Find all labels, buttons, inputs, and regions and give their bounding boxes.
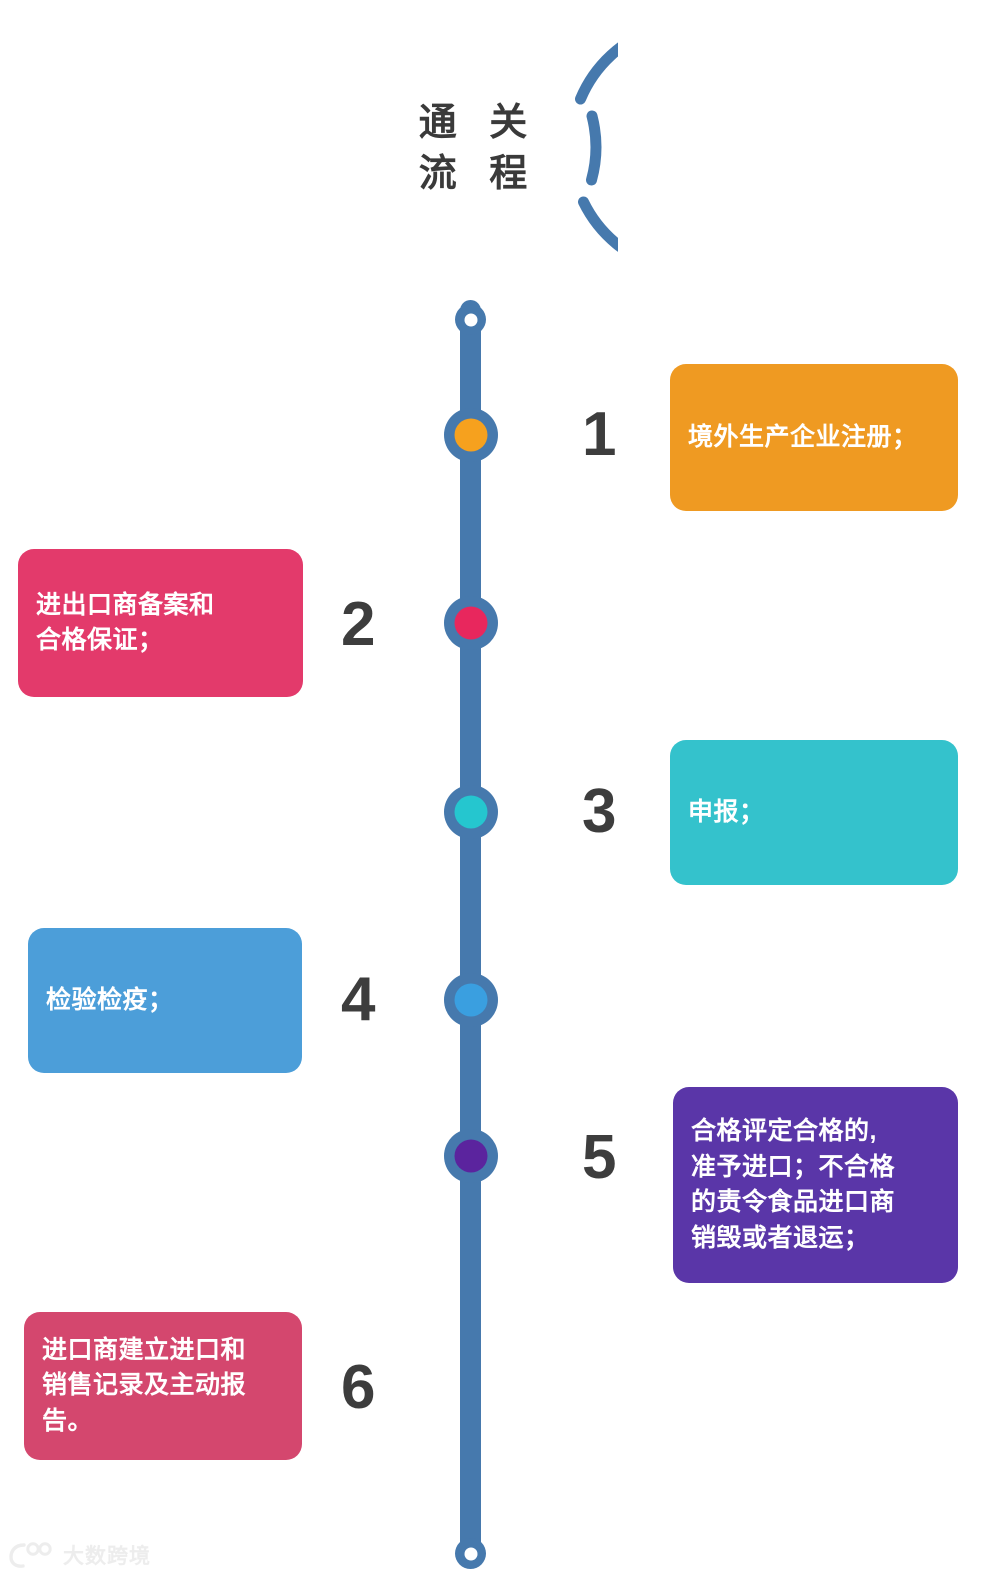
step-box-6-text: 进口商建立进口和 销售记录及主动报 告。 (42, 1335, 247, 1435)
title-text-block: 通 关 流 程 (328, 4, 618, 294)
step-box-5[interactable]: 合格评定合格的, 准予进口；不合格 的责令食品进口商 销毁或者退运； (673, 1087, 958, 1283)
timeline-top-cap-icon (455, 304, 486, 335)
step-number-2: 2 (341, 590, 376, 659)
timeline-node-2[interactable] (444, 596, 498, 650)
step-number-1: 1 (582, 400, 617, 469)
step-box-2[interactable]: 进出口商备案和 合格保证； (18, 549, 303, 697)
timeline-node-3-core (454, 795, 488, 829)
step-number-4: 4 (341, 965, 376, 1034)
step-box-4[interactable]: 检验检疫； (28, 928, 302, 1073)
watermark-text: 大数跨境 (63, 1545, 151, 1568)
step-box-5-text: 合格评定合格的, 准予进口；不合格 的责令食品进口商 销毁或者退运； (691, 1117, 896, 1252)
step-box-6[interactable]: 进口商建立进口和 销售记录及主动报 告。 (24, 1312, 302, 1460)
watermark: 大数跨境 (8, 1540, 151, 1570)
step-box-4-text: 检验检疫； (46, 985, 174, 1014)
step-box-2-text: 进出口商备案和 合格保证； (36, 590, 215, 655)
timeline-node-4-core (454, 983, 488, 1017)
timeline-node-5-core (454, 1139, 488, 1173)
title-circle: 通 关 流 程 (328, 4, 618, 294)
step-box-3[interactable]: 申报； (670, 740, 958, 885)
timeline-node-1-core (454, 418, 488, 452)
step-number-6: 6 (341, 1353, 376, 1422)
step-box-1[interactable]: 境外生产企业注册； (670, 364, 958, 511)
timeline-node-4[interactable] (444, 973, 498, 1027)
timeline-node-3[interactable] (444, 785, 498, 839)
page-title-line-1: 通 关 (418, 102, 539, 145)
page-title-line-2: 流 程 (418, 153, 539, 195)
timeline-node-5[interactable] (444, 1129, 498, 1183)
timeline-spine (460, 300, 481, 1568)
step-box-1-text: 境外生产企业注册； (688, 422, 918, 451)
step-number-5: 5 (582, 1123, 617, 1192)
brand-logo-icon (9, 1542, 52, 1568)
step-box-3-text: 申报； (688, 797, 765, 826)
timeline-node-2-core (454, 606, 488, 640)
step-number-3: 3 (582, 777, 617, 846)
timeline-bottom-cap-icon (455, 1538, 486, 1569)
title-ring-icon (575, 42, 618, 252)
timeline-node-1[interactable] (444, 408, 498, 462)
